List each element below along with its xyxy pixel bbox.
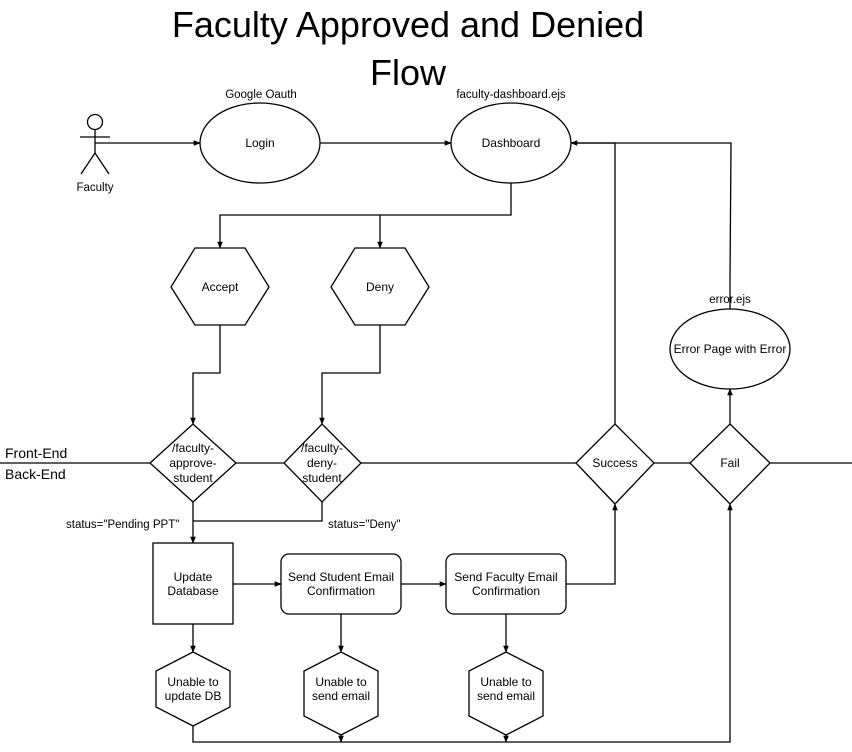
send-faculty-email-label-1: Send Faculty Email	[454, 570, 557, 584]
approve-route-label-3: student	[173, 471, 213, 485]
actor-label: Faculty	[76, 182, 113, 194]
accept-node-label: Accept	[202, 280, 239, 294]
accept-node	[170, 247, 270, 326]
deny-route-label-1: /faculty-	[301, 441, 343, 455]
send-faculty-email-label-2: Confirmation	[472, 584, 540, 598]
unable-send-email-faculty-label-2: send email	[477, 689, 535, 703]
back-end-label: Back-End	[5, 466, 66, 482]
approve-route-node	[149, 423, 237, 503]
unable-send-email-student-node	[303, 651, 379, 736]
status-deny-label: status="Deny"	[328, 519, 400, 531]
status-pending-label: status="Pending PPT"	[66, 519, 179, 531]
error-page-node	[669, 308, 791, 390]
login-node-label: Login	[245, 136, 274, 150]
fail-node-label: Fail	[720, 456, 739, 470]
unable-send-email-faculty-node	[468, 651, 544, 736]
unable-update-db-label-2: update DB	[165, 689, 222, 703]
connectors	[95, 140, 733, 743]
deny-route-label-2: deny-	[307, 456, 337, 470]
unable-update-db-label-1: Unable to	[167, 675, 219, 689]
approve-route-label-2: approve-	[169, 456, 216, 470]
deny-route-label-3: student	[302, 471, 342, 485]
diagram-title-line-1: Faculty Approved and Denied	[172, 4, 644, 45]
connector-dashboard-accept	[217, 183, 512, 249]
connector-success-dashboard	[570, 140, 616, 424]
connector-failures-to-fail	[192, 503, 733, 743]
unable-update-db-node	[155, 651, 231, 727]
connector-error-page-dashboard	[571, 142, 732, 310]
login-node	[199, 102, 321, 184]
deny-node-label: Deny	[366, 280, 394, 294]
send-student-email-label-2: Confirmation	[307, 584, 375, 598]
connector-faculty-email-success	[566, 503, 618, 585]
diagram-title-line-2: Flow	[370, 52, 447, 93]
connector-accept-approve-route	[190, 325, 221, 425]
google-oauth-label: Google Oauth	[225, 89, 297, 101]
connector-deny-deny-route	[319, 325, 381, 425]
success-node	[575, 423, 655, 505]
fail-node	[689, 423, 771, 505]
connector-deny-route-update-db	[193, 502, 323, 522]
unable-send-email-faculty-label-1: Unable to	[480, 675, 532, 689]
unable-send-email-student-label-1: Unable to	[315, 675, 367, 689]
dashboard-file-label: faculty-dashboard.ejs	[456, 89, 566, 101]
dashboard-node	[450, 102, 572, 184]
unable-send-email-student-label-2: send email	[312, 689, 370, 703]
send-student-email-label-1: Send Student Email	[288, 570, 394, 584]
front-end-label: Front-End	[5, 445, 67, 461]
faculty-actor-icon	[80, 113, 110, 175]
update-database-label-2: Database	[167, 584, 219, 598]
send-student-email-node	[280, 553, 402, 615]
update-database-label-1: Update	[174, 570, 213, 584]
update-database-node	[152, 542, 234, 625]
send-faculty-email-node	[445, 553, 567, 615]
dashboard-node-label: Dashboard	[482, 136, 541, 150]
error-page-node-label: Error Page with Error	[674, 342, 787, 356]
success-node-label: Success	[592, 456, 637, 470]
deny-route-node	[283, 423, 362, 503]
deny-node	[330, 247, 430, 326]
approve-route-label-1: /faculty-	[172, 441, 214, 455]
